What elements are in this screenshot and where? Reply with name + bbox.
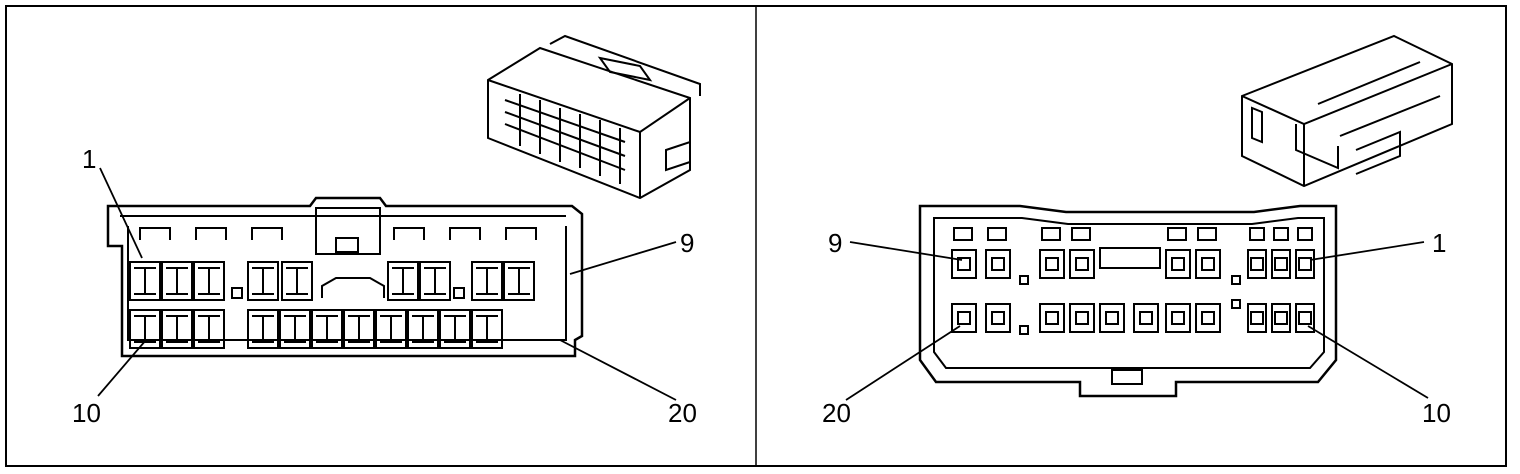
right-callout-line-1 xyxy=(1309,241,1425,261)
right-label-pin-10: 10 xyxy=(1422,398,1451,428)
cavity-top-3 xyxy=(1069,249,1095,279)
cavity-bottom-7 xyxy=(1195,303,1221,333)
left-callout-line-10 xyxy=(97,339,147,397)
cavity-top-4 xyxy=(1165,249,1191,279)
cavity-top-8 xyxy=(1295,249,1315,279)
right-connector-isometric xyxy=(1241,34,1453,188)
cavity-bottom-4 xyxy=(279,309,311,349)
cavity-bottom-8 xyxy=(1247,303,1267,333)
left-label-pin-9: 9 xyxy=(680,228,694,258)
cavity-bottom-3 xyxy=(1069,303,1095,333)
tab-5 xyxy=(505,227,537,240)
cavity-top-1 xyxy=(985,249,1011,279)
cavity-top-0 xyxy=(129,261,161,301)
tab-0 xyxy=(139,227,171,240)
cavity-bottom-6 xyxy=(343,309,375,349)
cavity-bottom-10 xyxy=(1295,303,1315,333)
left-callout-line-1 xyxy=(99,167,143,259)
cavity-top-1 xyxy=(161,261,193,301)
tab-4 xyxy=(449,227,481,240)
tab-2 xyxy=(251,227,283,240)
right-panel: 9 1 20 10 xyxy=(822,34,1453,428)
right-label-pin-9: 9 xyxy=(828,228,842,258)
right-cavity-grid xyxy=(951,227,1315,335)
left-label-pin-10: 10 xyxy=(72,398,101,428)
right-label-pin-1: 1 xyxy=(1432,228,1446,258)
cavity-top-7 xyxy=(471,261,503,301)
left-callout-line-20 xyxy=(559,339,677,401)
cavity-bottom-5 xyxy=(311,309,343,349)
cavity-bottom-2 xyxy=(1039,303,1065,333)
cavity-top-5 xyxy=(1195,249,1221,279)
cavity-bottom-1 xyxy=(985,303,1011,333)
cavity-bottom-7 xyxy=(375,309,407,349)
left-callout-line-9 xyxy=(569,241,677,275)
cavity-bottom-4 xyxy=(1099,303,1125,333)
cavity-top-2 xyxy=(1039,249,1065,279)
cavity-bottom-0 xyxy=(951,303,977,333)
cavity-bottom-6 xyxy=(1165,303,1191,333)
tab-3 xyxy=(393,227,425,240)
left-cavity-grid xyxy=(129,227,537,349)
right-label-pin-20: 20 xyxy=(822,398,851,428)
left-label-pin-1: 1 xyxy=(82,144,96,174)
cavity-top-3 xyxy=(247,261,279,301)
left-label-pin-20: 20 xyxy=(668,398,697,428)
tab-1 xyxy=(195,227,227,240)
cavity-top-6 xyxy=(1247,249,1267,279)
left-latch xyxy=(315,207,381,255)
cavity-bottom-2 xyxy=(193,309,225,349)
cavity-bottom-9 xyxy=(439,309,471,349)
cavity-top-6 xyxy=(419,261,451,301)
right-callout-line-20 xyxy=(845,325,961,401)
cavity-bottom-8 xyxy=(407,309,439,349)
left-connector-isometric xyxy=(487,34,701,200)
left-connector-face xyxy=(106,196,584,358)
cavity-bottom-9 xyxy=(1271,303,1291,333)
right-polarization-slot xyxy=(1099,247,1161,269)
cavity-bottom-1 xyxy=(161,309,193,349)
cavity-bottom-3 xyxy=(247,309,279,349)
cavity-top-8 xyxy=(503,261,535,301)
right-callout-line-10 xyxy=(1307,325,1429,399)
right-callout-line-9 xyxy=(849,241,963,261)
cavity-top-5 xyxy=(387,261,419,301)
cavity-bottom-10 xyxy=(471,309,503,349)
left-key-slot xyxy=(321,277,385,298)
left-panel: 1 9 10 20 xyxy=(72,34,701,428)
cavity-top-2 xyxy=(193,261,225,301)
cavity-top-0 xyxy=(951,249,977,279)
cavity-top-7 xyxy=(1271,249,1291,279)
right-connector-face xyxy=(918,204,1338,398)
cavity-top-4 xyxy=(281,261,313,301)
cavity-bottom-5 xyxy=(1133,303,1159,333)
